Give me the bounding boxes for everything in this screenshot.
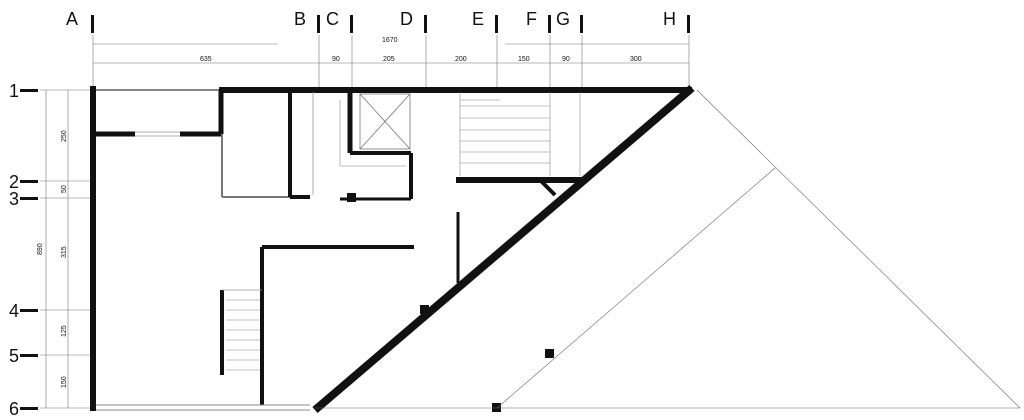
grid-label-4: 4 xyxy=(9,301,19,321)
dimension-segment: 205 xyxy=(383,56,395,63)
grid-label-f: F xyxy=(526,9,537,29)
grid-label-1: 1 xyxy=(9,81,19,101)
grid-label-2: 2 xyxy=(9,172,19,192)
grid-tick-b xyxy=(317,15,320,33)
grid-tick-e xyxy=(495,15,498,33)
dimension-segment: 90 xyxy=(562,56,570,63)
dimension-segment: 315 xyxy=(61,246,68,258)
grid-tick-a xyxy=(91,15,94,33)
grid-label-b: B xyxy=(294,9,306,29)
dimension-total-height: 890 xyxy=(37,243,44,255)
grid-tick-g xyxy=(580,15,583,33)
grid-label-6: 6 xyxy=(9,399,19,419)
dimension-segment: 125 xyxy=(61,325,68,337)
grid-tick-f xyxy=(548,15,551,33)
grid-label-c: C xyxy=(326,9,339,29)
dimension-segment: 150 xyxy=(61,376,68,388)
dimension-segment: 50 xyxy=(61,185,68,193)
stairs xyxy=(226,92,581,371)
site-outline xyxy=(315,89,1021,409)
dimension-segment: 90 xyxy=(332,56,340,63)
grid-tick-d xyxy=(424,15,427,33)
grid-tick-h xyxy=(687,15,690,33)
vertical-dimensions: 890 250 50 315 125 150 xyxy=(37,89,91,409)
dimension-segment: 200 xyxy=(455,56,467,63)
dimension-segment: 150 xyxy=(518,56,530,63)
column-grid-markers: A B C D E F G H xyxy=(66,9,690,33)
dimension-segment: 250 xyxy=(61,130,68,142)
grid-label-a: A xyxy=(66,9,78,29)
dimension-segment: 300 xyxy=(630,56,642,63)
grid-label-d: D xyxy=(400,9,413,29)
dimension-total-width: 1670 xyxy=(382,37,398,44)
grid-label-e: E xyxy=(472,9,484,29)
row-grid-markers: 1 2 3 4 5 6 xyxy=(9,81,38,419)
grid-label-h: H xyxy=(663,9,676,29)
horizontal-dimensions: 1670 635 90 205 200 150 90 300 xyxy=(92,35,690,88)
grid-label-5: 5 xyxy=(9,346,19,366)
dimension-segment: 635 xyxy=(200,56,212,63)
grid-label-3: 3 xyxy=(9,189,19,209)
walls xyxy=(90,84,695,414)
grid-label-g: G xyxy=(556,9,570,29)
grid-tick-c xyxy=(350,15,353,33)
